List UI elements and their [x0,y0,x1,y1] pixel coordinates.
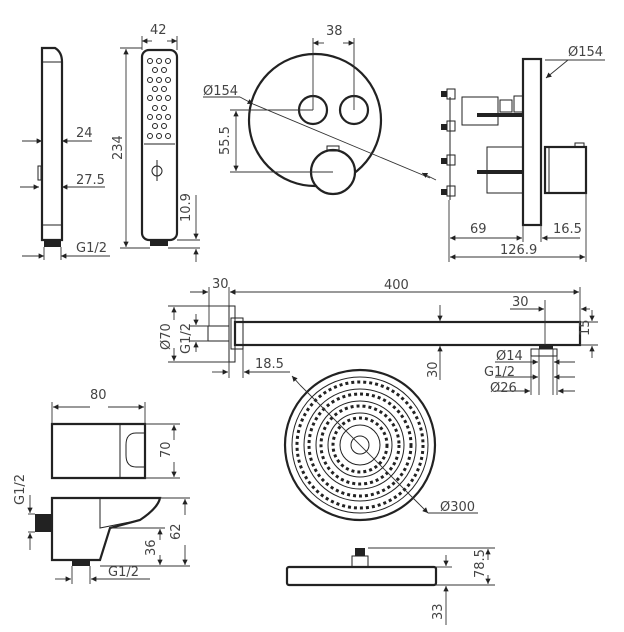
wall-bracket: 80 70 G1/2 36 62 G1/2 [13,388,190,584]
dim-side-diameter: Ø154 [568,45,603,60]
hand-shower-front-view: 42 234 10.9 [111,23,200,262]
dim-vertical-spacing: 55.5 [218,126,233,155]
dim-width: 42 [150,23,167,38]
dim-depth-front: 16.5 [553,222,582,237]
dim-end-height: 15 [578,319,593,336]
dim-head-diameter: Ø300 [440,500,475,515]
dim-nut-diameter: Ø26 [490,381,517,396]
hand-shower-side-view: 24 27.5 G1/2 [20,46,110,260]
spray-selector-icon [151,160,163,181]
dim-end-length: 30 [512,295,529,310]
dim-outlet-thread: G1/2 [484,365,515,380]
shower-arm: 30 400 30 Ø70 G1/2 18.5 30 15 Ø14 G1/2 Ø… [159,277,598,396]
dim-button-spacing: 38 [326,24,343,39]
dim-total-depth: 126.9 [500,243,537,258]
dim-depth-bottom: 27.5 [76,173,105,188]
dim-disk-height: 33 [431,603,446,620]
dim-thread: G1/2 [76,241,107,256]
dim-depth-top: 24 [76,126,93,141]
dim-bracket-depth: 70 [159,441,174,458]
dim-head-height: 78.5 [473,549,488,578]
thermostat-side-view: Ø154 69 16.5 126.9 [441,45,605,262]
dim-thread-side: G1/2 [13,474,28,505]
dim-thread-wall: G1/2 [179,323,194,354]
dim-outlet-height: 36 [144,539,159,556]
dim-bottom-offset: 10.9 [179,193,194,222]
dim-height: 234 [111,135,126,160]
dim-flange-diameter: Ø70 [159,323,174,350]
dim-thread-bottom: G1/2 [108,565,139,580]
dim-depth-wall: 69 [470,222,487,237]
dim-flange-depth: 30 [212,277,229,292]
dim-offset: 18.5 [255,357,284,372]
dim-bracket-height: 62 [169,523,184,540]
dim-outlet-diameter: Ø14 [496,349,523,364]
dim-diameter: Ø154 [203,84,238,99]
dim-arm-length: 400 [384,278,409,293]
dim-bracket-width: 80 [90,388,107,403]
head-shower: Ø300 78.5 33 [283,368,495,625]
dim-tube-height: 30 [426,361,441,378]
thermostat-front-view: 38 Ø154 55.5 [203,24,437,196]
